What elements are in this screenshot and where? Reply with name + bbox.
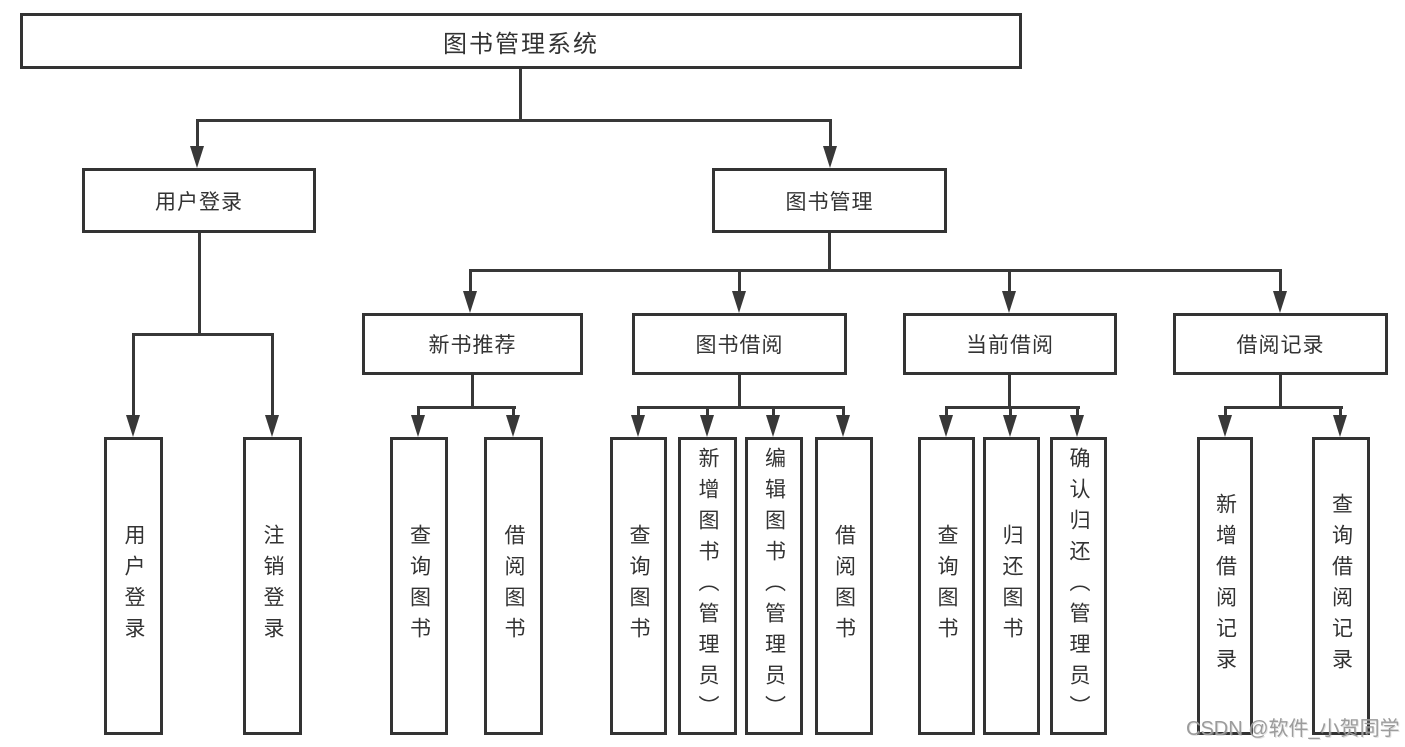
connector-root-drop-right [829, 119, 832, 148]
arrow-down-icon [939, 415, 953, 437]
connector-recommend-stem [471, 375, 474, 408]
connector-records-bar [1224, 406, 1343, 409]
leaf-recommend-query-books: 查询图书 [390, 437, 448, 735]
arrow-down-icon [823, 146, 837, 168]
leaf-records-add-record-label: 新增借阅记录 [1213, 493, 1237, 679]
leaf-logout: 注销登录 [243, 437, 302, 735]
connector-bookmgmt-drop-2 [738, 269, 741, 293]
connector-borrow-drop-1 [637, 406, 640, 416]
leaf-current-return-books-label: 归还图书 [1000, 524, 1023, 648]
leaf-recommend-borrow-books: 借阅图书 [484, 437, 543, 735]
leaf-user-login-label: 用户登录 [122, 524, 145, 648]
connector-borrow-bar [637, 406, 845, 409]
arrow-down-icon [463, 291, 477, 313]
connector-bookmgmt-bar [469, 269, 1282, 272]
connector-userlogin-drop-1 [132, 333, 135, 417]
arrow-down-icon [1273, 291, 1287, 313]
arrow-down-icon [766, 415, 780, 437]
leaf-borrow-add-books-admin: 新增图书（管理员） [678, 437, 737, 735]
connector-recommend-drop-2 [512, 406, 515, 416]
connector-borrow-drop-4 [842, 406, 845, 416]
arrow-down-icon [411, 415, 425, 437]
arrow-down-icon [1070, 415, 1084, 437]
connector-bookmgmt-drop-1 [469, 269, 472, 293]
leaf-current-confirm-return-admin: 确认归还（管理员） [1050, 437, 1107, 735]
connector-current-stem [1008, 375, 1011, 408]
watermark: CSDN @软件_小贺同学 [1186, 718, 1400, 740]
arrow-down-icon [1218, 415, 1232, 437]
connector-recommend-bar [417, 406, 516, 409]
leaf-records-query-record-label: 查询借阅记录 [1329, 493, 1353, 679]
node-book-borrow: 图书借阅 [632, 313, 847, 375]
leaf-recommend-borrow-books-label: 借阅图书 [502, 524, 525, 648]
leaf-borrow-add-books-admin-label: 新增图书（管理员） [696, 446, 719, 726]
leaf-records-add-record: 新增借阅记录 [1197, 437, 1253, 735]
node-root: 图书管理系统 [20, 13, 1022, 69]
connector-current-drop-1 [945, 406, 948, 416]
connector-userlogin-stem [198, 233, 201, 335]
node-new-book-recommend: 新书推荐 [362, 313, 583, 375]
arrow-down-icon [1003, 415, 1017, 437]
node-root-label: 图书管理系统 [443, 30, 599, 58]
connector-current-bar [945, 406, 1080, 409]
leaf-borrow-query-books-label: 查询图书 [627, 524, 650, 648]
arrow-down-icon [631, 415, 645, 437]
leaf-current-query-books-label: 查询图书 [935, 524, 958, 648]
connector-records-stem [1279, 375, 1282, 408]
connector-userlogin-bar [132, 333, 274, 336]
connector-recommend-drop-1 [417, 406, 420, 416]
leaf-current-confirm-return-admin-label: 确认归还（管理员） [1067, 446, 1090, 726]
leaf-recommend-query-books-label: 查询图书 [407, 524, 431, 648]
arrow-down-icon [1002, 291, 1016, 313]
leaf-borrow-borrow-books-label: 借阅图书 [832, 524, 856, 648]
arrow-down-icon [732, 291, 746, 313]
node-current-borrow-label: 当前借阅 [966, 334, 1054, 357]
leaf-borrow-query-books: 查询图书 [610, 437, 667, 735]
connector-root-stem [519, 69, 522, 119]
connector-root-bar [196, 119, 832, 122]
node-new-book-recommend-label: 新书推荐 [428, 334, 517, 357]
connector-current-drop-2 [1009, 406, 1012, 416]
arrow-down-icon [836, 415, 850, 437]
connector-bookmgmt-drop-4 [1279, 269, 1282, 293]
connector-borrow-stem [738, 375, 741, 408]
leaf-current-query-books: 查询图书 [918, 437, 975, 735]
node-book-management-label: 图书管理 [785, 190, 874, 214]
leaf-current-return-books: 归还图书 [983, 437, 1040, 735]
connector-bookmgmt-stem [828, 233, 831, 271]
arrow-down-icon [126, 415, 140, 437]
leaf-logout-label: 注销登录 [261, 524, 284, 648]
node-borrow-records-label: 借阅记录 [1236, 334, 1325, 357]
leaf-user-login: 用户登录 [104, 437, 163, 735]
leaf-borrow-edit-books-admin-label: 编辑图书（管理员） [762, 446, 786, 726]
leaf-borrow-borrow-books: 借阅图书 [815, 437, 873, 735]
connector-records-drop-2 [1339, 406, 1342, 416]
arrow-down-icon [506, 415, 520, 437]
connector-root-drop-left [196, 119, 199, 148]
connector-userlogin-drop-2 [271, 333, 274, 417]
leaf-borrow-edit-books-admin: 编辑图书（管理员） [745, 437, 803, 735]
arrow-down-icon [190, 146, 204, 168]
node-user-login-label: 用户登录 [155, 190, 243, 214]
connector-bookmgmt-drop-3 [1008, 269, 1011, 293]
node-borrow-records: 借阅记录 [1173, 313, 1388, 375]
node-book-management: 图书管理 [712, 168, 947, 233]
connector-borrow-drop-2 [706, 406, 709, 416]
node-current-borrow: 当前借阅 [903, 313, 1117, 375]
arrow-down-icon [1333, 415, 1347, 437]
node-user-login: 用户登录 [82, 168, 316, 233]
arrow-down-icon [265, 415, 279, 437]
connector-borrow-drop-3 [772, 406, 775, 416]
connector-current-drop-3 [1076, 406, 1079, 416]
node-book-borrow-label: 图书借阅 [695, 334, 784, 357]
connector-records-drop-1 [1224, 406, 1227, 416]
leaf-records-query-record: 查询借阅记录 [1312, 437, 1370, 735]
arrow-down-icon [700, 415, 714, 437]
